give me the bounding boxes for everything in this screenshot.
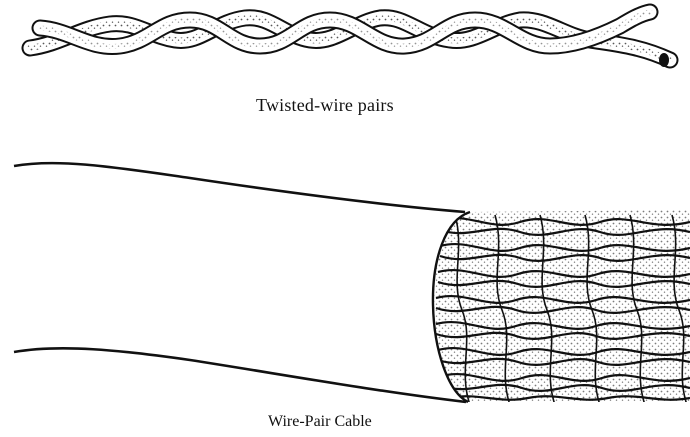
wire-pair-cable-caption: Wire-Pair Cable	[268, 413, 372, 431]
twisted-wire-pairs-caption: Twisted-wire pairs	[256, 95, 394, 116]
cable-sheath-bottom-edge	[14, 348, 466, 402]
wire-end-cap	[659, 53, 669, 67]
cable-conductor-bundle	[430, 205, 690, 410]
wire-pair-cable-illustration	[14, 163, 690, 410]
cable-sheath-top-edge	[14, 163, 465, 212]
twisted-wire-pair-illustration	[30, 12, 670, 67]
